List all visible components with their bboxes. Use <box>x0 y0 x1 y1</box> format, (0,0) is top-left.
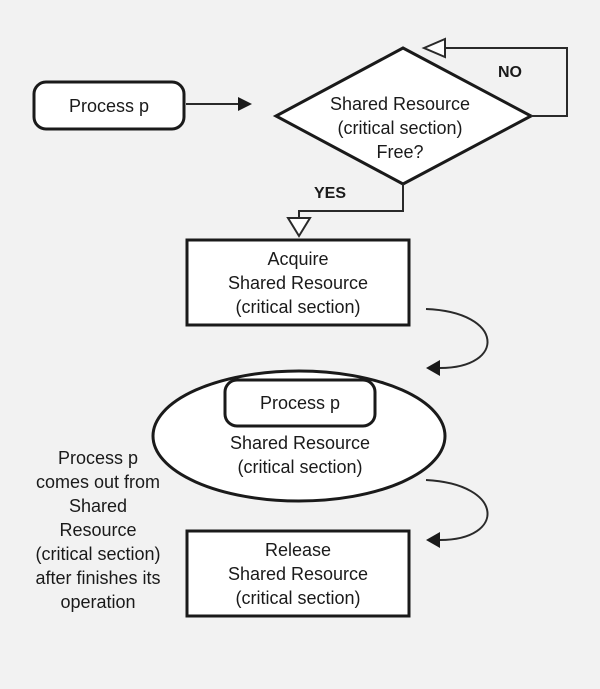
curved-arrow-shared-to-release <box>425 479 489 548</box>
release-line-1: Release <box>265 540 331 560</box>
decision-line-3: Free? <box>376 142 423 162</box>
exit-note-line-3: Shared <box>69 496 127 516</box>
inner-process-box <box>223 378 377 428</box>
arrowhead <box>426 532 440 548</box>
yes-label: YES <box>314 185 346 202</box>
arrowhead <box>426 360 440 376</box>
decision-node: Shared Resource (critical section) Free? <box>272 46 535 186</box>
exit-note-line-7: operation <box>60 592 135 612</box>
yes-arrow: YES <box>286 184 404 238</box>
exit-note-line-6: after finishes its <box>35 568 160 588</box>
shared-resource-node: Process p Shared Resource (critical sect… <box>151 369 447 503</box>
start-node-box <box>32 80 186 131</box>
curved-connector <box>425 308 489 369</box>
yes-line <box>298 184 404 218</box>
inner-process-label: Process p <box>260 393 340 413</box>
acquire-node: Acquire Shared Resource (critical sectio… <box>185 238 411 327</box>
exit-note-line-5: (critical section) <box>35 544 160 564</box>
yes-arrowhead <box>286 217 312 238</box>
curved-arrow-acquire-to-shared <box>425 308 489 376</box>
decision-diamond <box>272 46 535 186</box>
no-loop-arrow: NO <box>421 37 568 117</box>
decision-line-2: (critical section) <box>337 118 462 138</box>
exit-note-line-1: Process p <box>58 448 138 468</box>
arrow-start-to-decision <box>186 97 252 111</box>
exit-note-line-4: Resource <box>59 520 136 540</box>
start-node-label: Process p <box>69 96 149 116</box>
shared-resource-line-2: (critical section) <box>237 457 362 477</box>
start-node: Process p <box>32 80 186 131</box>
decision-line-1: Shared Resource <box>330 94 470 114</box>
acquire-line-1: Acquire <box>267 249 328 269</box>
arrowhead <box>238 97 252 111</box>
release-node: Release Shared Resource (critical sectio… <box>185 529 411 618</box>
acquire-line-2: Shared Resource <box>228 273 368 293</box>
release-line-2: Shared Resource <box>228 564 368 584</box>
acquire-line-3: (critical section) <box>235 297 360 317</box>
no-loop-arrowhead <box>421 37 446 59</box>
no-label: NO <box>498 64 522 81</box>
release-box <box>185 529 411 618</box>
curved-connector <box>425 479 489 541</box>
exit-note-line-2: comes out from <box>36 472 160 492</box>
release-line-3: (critical section) <box>235 588 360 608</box>
no-loop-line <box>445 47 568 117</box>
acquire-box <box>185 238 411 327</box>
shared-resource-line-1: Shared Resource <box>230 433 370 453</box>
exit-note: Process p comes out from Shared Resource… <box>35 448 160 612</box>
